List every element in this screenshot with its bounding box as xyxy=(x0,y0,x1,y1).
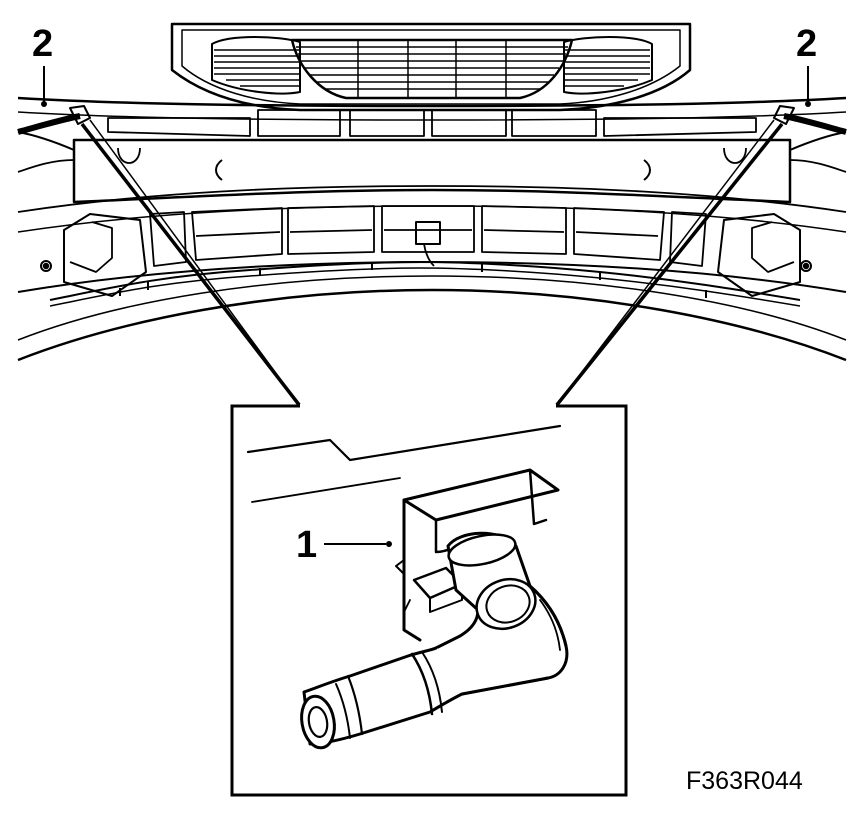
left-lamp-housing xyxy=(63,213,147,297)
washer-hose xyxy=(49,261,801,301)
bumper-upper-slots xyxy=(107,109,757,137)
bumper-top-edge xyxy=(17,96,847,108)
zoom-leader-lines xyxy=(80,119,784,408)
detail-view-drawing xyxy=(246,424,569,750)
callout-label-1: 1 xyxy=(296,524,317,566)
right-side-grille xyxy=(563,36,653,95)
lower-intake-slots xyxy=(149,205,707,267)
nozzle-bracket xyxy=(402,468,560,522)
license-plate-area xyxy=(72,138,792,204)
front-bumper-drawing xyxy=(17,22,847,362)
nozzle-end xyxy=(300,694,336,750)
figure-id: F363R044 xyxy=(686,767,803,795)
center-grille xyxy=(290,38,574,100)
left-hose xyxy=(17,113,81,135)
left-side-grille xyxy=(211,36,301,95)
callout-label-2-left: 2 xyxy=(32,23,53,65)
grille-frame-inner xyxy=(181,29,681,105)
callout-label-2-right: 2 xyxy=(796,23,817,65)
right-hose xyxy=(783,113,847,135)
right-lamp-housing xyxy=(717,213,801,297)
